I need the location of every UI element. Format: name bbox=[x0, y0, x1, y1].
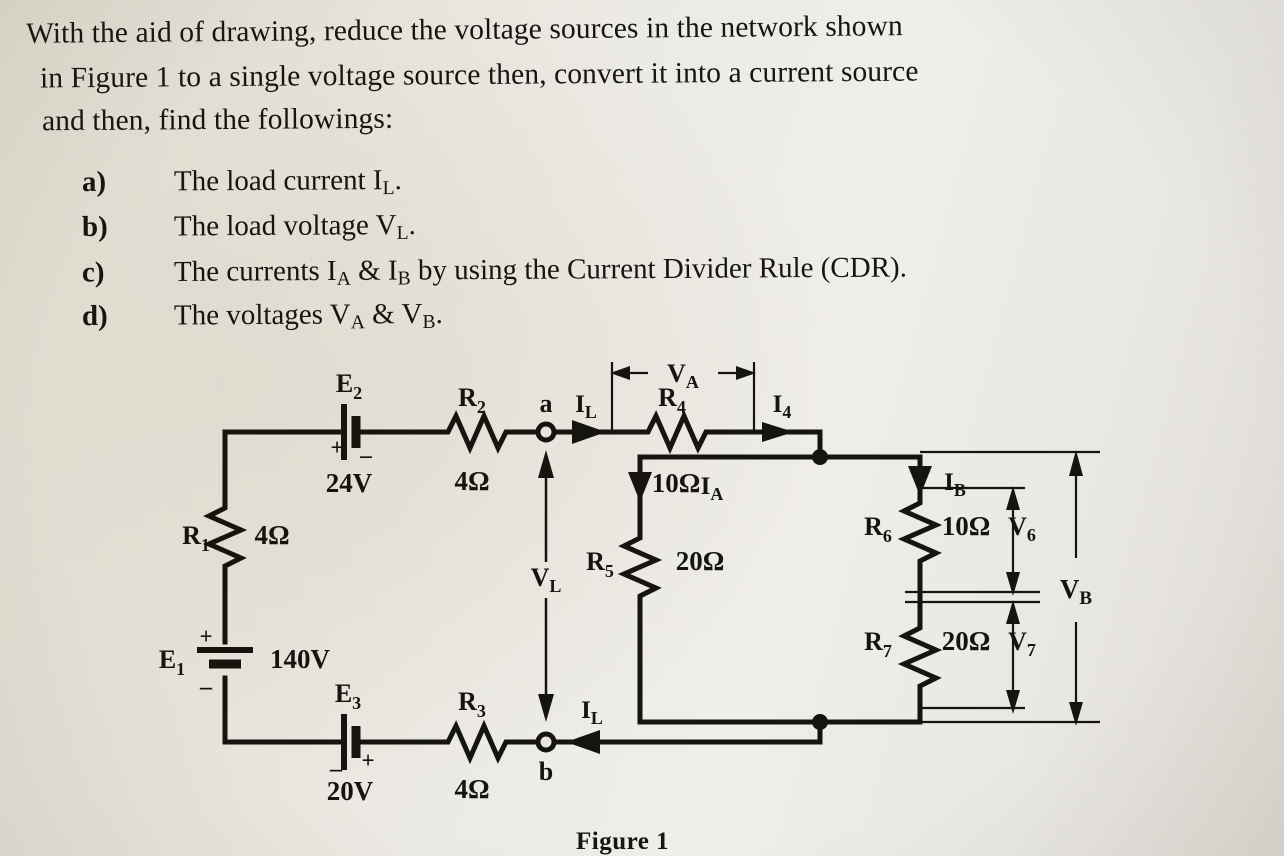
arrow-current-ib bbox=[908, 457, 932, 496]
battery-e2-plus-sign: + bbox=[330, 435, 343, 460]
question-line-3: and then, find the followings: bbox=[41, 102, 394, 138]
wire-top-left bbox=[222, 429, 339, 468]
label-r2-value: 4Ω bbox=[454, 466, 489, 496]
label-e2: E2 bbox=[336, 369, 362, 403]
terminal-node-b bbox=[535, 731, 557, 753]
label-r6-value: 10Ω bbox=[942, 511, 991, 541]
label-node-a: a bbox=[540, 389, 553, 418]
label-ia: IA bbox=[701, 473, 724, 504]
list-item-a-sub: L bbox=[382, 176, 395, 200]
circuit-figure: + _ _ + + _ bbox=[0, 330, 1284, 830]
arrow-current-il-top bbox=[572, 420, 606, 444]
resistor-r6 bbox=[897, 492, 943, 591]
list-item-d-marker: d) bbox=[81, 299, 108, 333]
resistor-r1 bbox=[202, 497, 248, 603]
circuit-schematic-svg: + _ _ + + _ bbox=[159, 359, 1100, 806]
wire-e1-to-e3 bbox=[222, 675, 339, 745]
label-e2-value: 24V bbox=[326, 468, 373, 498]
battery-e1-minus-sign: _ bbox=[199, 666, 213, 692]
label-r3: R3 bbox=[458, 687, 486, 721]
label-r2: R2 bbox=[458, 383, 486, 417]
list-item-a: a) The load current IL. bbox=[82, 164, 402, 202]
label-r7: R7 bbox=[864, 627, 892, 661]
battery-e3-minus-sign: _ bbox=[329, 748, 343, 774]
label-ib: IB bbox=[944, 469, 966, 500]
question-line-1: With the aid of drawing, reduce the volt… bbox=[25, 10, 903, 50]
figure-caption: Figure 1 bbox=[576, 828, 670, 855]
label-r7-value: 20Ω bbox=[942, 626, 991, 656]
label-e1-value: 140V bbox=[270, 644, 331, 674]
label-r1-value: 4Ω bbox=[254, 520, 289, 550]
list-item-a-text: The load current I bbox=[173, 164, 383, 198]
list-item-d-text: The voltages V bbox=[173, 298, 351, 332]
label-i4: I4 bbox=[773, 391, 792, 422]
list-item-b-text: The load voltage V bbox=[173, 209, 397, 243]
battery-e1 bbox=[197, 647, 253, 669]
battery-e3 bbox=[225, 714, 440, 770]
terminal-node-a bbox=[535, 421, 557, 443]
battery-e2-minus-sign: _ bbox=[359, 435, 372, 460]
label-r6: R6 bbox=[864, 512, 892, 546]
list-item-d-text-end: . bbox=[435, 297, 443, 330]
label-vl: VL bbox=[531, 563, 562, 596]
list-item-c: c) The currents IA & IB by using the Curr… bbox=[82, 251, 907, 292]
battery-e1-plus-sign: + bbox=[199, 624, 212, 649]
junction-dot-top bbox=[812, 449, 828, 465]
label-e3: E3 bbox=[335, 679, 361, 713]
measurement-vl bbox=[538, 450, 554, 722]
junction-dot-bottom bbox=[812, 714, 828, 730]
battery-e2 bbox=[225, 404, 440, 460]
list-item-c-text-end: by using the Current Divider Rule (CDR). bbox=[410, 251, 908, 287]
list-item-b: b) The load voltage VL. bbox=[82, 209, 416, 247]
arrow-current-ia bbox=[628, 457, 652, 502]
label-r5-value: 20Ω bbox=[676, 546, 725, 576]
label-node-b-text: b bbox=[539, 757, 553, 786]
arrow-current-il-bottom bbox=[566, 730, 600, 754]
label-r1: R1 bbox=[182, 521, 210, 555]
label-v7: V7 bbox=[1008, 627, 1036, 660]
resistor-r4 bbox=[637, 409, 743, 455]
label-v6: V6 bbox=[1008, 512, 1036, 545]
list-item-b-text-post: . bbox=[408, 208, 416, 242]
battery-e3-plus-sign: + bbox=[361, 748, 374, 773]
measurement-v6-v7-vb bbox=[905, 450, 1100, 726]
list-item-c-sub2: B bbox=[397, 267, 411, 290]
list-item-d-text-mid: & V bbox=[364, 298, 423, 331]
list-item-c-text-mid: & I bbox=[350, 254, 398, 287]
question-line-2: in Figure 1 to a single voltage source t… bbox=[39, 55, 919, 95]
resistor-r5 bbox=[617, 527, 663, 633]
label-va: VA bbox=[667, 359, 699, 392]
measurement-va bbox=[610, 362, 756, 430]
list-item-c-marker: c) bbox=[81, 256, 105, 289]
label-il-top: IL bbox=[575, 391, 597, 422]
label-il-bottom: IL bbox=[581, 697, 603, 728]
list-item-a-marker: a) bbox=[81, 165, 107, 198]
list-item-b-marker: b) bbox=[81, 210, 108, 244]
label-e3-value: 20V bbox=[327, 776, 374, 806]
resistor-r2 bbox=[437, 409, 543, 455]
label-r3-value: 4Ω bbox=[454, 774, 489, 804]
label-r4-value: 10Ω bbox=[652, 468, 701, 498]
resistor-r3 bbox=[437, 719, 543, 765]
list-item-b-sub: L bbox=[396, 221, 409, 245]
list-item-c-text: The currents I bbox=[173, 254, 337, 288]
list-item-a-text-post: . bbox=[394, 164, 402, 197]
label-e1: E1 bbox=[159, 645, 185, 679]
arrow-current-i4 bbox=[762, 422, 794, 442]
label-r5: R5 bbox=[586, 547, 614, 581]
resistor-r7 bbox=[897, 617, 943, 703]
label-vb: VB bbox=[1060, 574, 1093, 609]
list-item-c-sub: A bbox=[336, 267, 351, 290]
label-r4: R4 bbox=[658, 383, 686, 417]
